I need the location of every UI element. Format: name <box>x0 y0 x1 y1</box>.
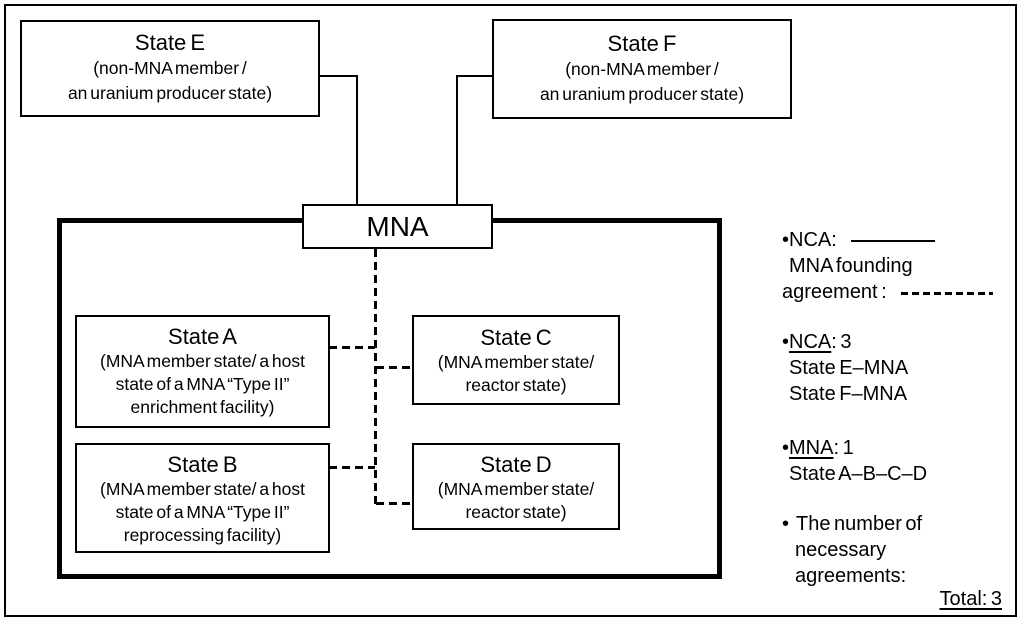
legend-nca-term: NCA <box>789 331 832 353</box>
state-c-title: State C <box>480 325 552 350</box>
legend-nca-pair-2: State F–MNA <box>789 383 908 405</box>
legend-key: •NCA: MNA founding agreement : <box>782 227 1010 305</box>
legend-mna-count-value: : 1 <box>833 437 854 459</box>
dashed-branch-state-d <box>376 502 413 505</box>
legend-total: Total: 3 <box>939 588 1002 610</box>
legend-founding-line2-row: agreement : <box>782 279 1010 305</box>
state-b-title: State B <box>167 452 238 477</box>
state-d-box: State D (MNA member state/ reactor state… <box>412 443 620 530</box>
legend-mna-chain: State A–B–C–D <box>789 463 928 485</box>
state-f-title: State F <box>607 31 677 56</box>
dashed-branch-state-c <box>376 366 413 369</box>
state-e-desc-line1: (non-MNA member / <box>93 58 247 78</box>
legend-necessary-line1: The number of <box>796 513 923 535</box>
state-a-box: State A (MNA member state/ a host state … <box>75 315 330 428</box>
state-f-desc-line1: (non-MNA member / <box>565 59 719 79</box>
legend-mna-term: MNA <box>789 437 834 459</box>
state-b-desc-line2: state of a MNA “Type II” <box>115 502 290 522</box>
state-d-desc-line2: reactor state) <box>465 502 567 522</box>
bullet-icon: • <box>782 331 790 353</box>
state-e-box: State E (non-MNA member / an uranium pro… <box>20 20 320 117</box>
state-a-desc-line3: enrichment facility) <box>130 397 275 417</box>
bullet-icon: • <box>782 437 790 459</box>
legend-nca-count-line: •NCA: 3 <box>782 329 1010 355</box>
legend-nca-key-label: •NCA: <box>782 229 837 251</box>
legend-nca-count-block: •NCA: 3 State E–MNA State F–MNA <box>782 329 1010 407</box>
state-b-box: State B (MNA member state/ a host state … <box>75 443 330 553</box>
legend-nca-count-value: : 3 <box>831 331 852 353</box>
state-a-desc-line2: state of a MNA “Type II” <box>115 374 290 394</box>
connector-state-f-horizontal <box>456 75 493 77</box>
state-d-desc-line1: (MNA member state/ <box>437 479 595 499</box>
legend-necessary-line1-row: • The number of <box>782 511 1010 537</box>
state-d-title: State D <box>480 452 552 477</box>
legend-necessary-line2: necessary <box>795 539 887 561</box>
state-b-desc-line3: reprocessing facility) <box>123 525 282 545</box>
legend-mna-count-block: •MNA: 1 State A–B–C–D <box>782 435 1010 487</box>
legend-founding-line2: agreement : <box>782 281 887 303</box>
state-c-box: State C (MNA member state/ reactor state… <box>412 315 620 405</box>
state-a-desc-line1: (MNA member state/ a host <box>100 351 305 371</box>
mna-title: MNA <box>366 211 429 242</box>
bullet-icon: • <box>782 513 790 535</box>
dashed-branch-state-b <box>329 466 375 469</box>
legend-necessary-line3: agreements: <box>795 565 907 587</box>
connector-state-f-vertical <box>456 75 458 206</box>
legend-nca-key-line: •NCA: <box>782 227 1010 253</box>
state-e-desc-line2: an uranium producer state) <box>67 83 273 103</box>
legend-founding-line1: MNA founding <box>789 255 913 277</box>
solid-line-sample <box>850 240 935 242</box>
legend-nca-pair-1: State E–MNA <box>789 357 909 379</box>
dashed-trunk-line <box>374 249 377 505</box>
state-c-desc-line1: (MNA member state/ <box>437 352 595 372</box>
dashed-line-sample <box>900 291 993 295</box>
connector-state-e-vertical <box>356 75 358 206</box>
legend-mna-count-line: •MNA: 1 <box>782 435 1010 461</box>
state-c-desc-line2: reactor state) <box>465 375 567 395</box>
dashed-branch-state-a <box>329 346 375 349</box>
state-f-box: State F (non-MNA member / an uranium pro… <box>492 19 792 119</box>
state-b-desc-line1: (MNA member state/ a host <box>100 479 305 499</box>
mna-box: MNA <box>302 204 493 249</box>
legend-necessary-block: • The number of necessary agreements: <box>782 511 1010 589</box>
state-f-desc-line2: an uranium producer state) <box>539 84 745 104</box>
state-e-title: State E <box>134 30 206 55</box>
connector-state-e-horizontal <box>319 75 358 77</box>
state-a-title: State A <box>168 324 237 349</box>
